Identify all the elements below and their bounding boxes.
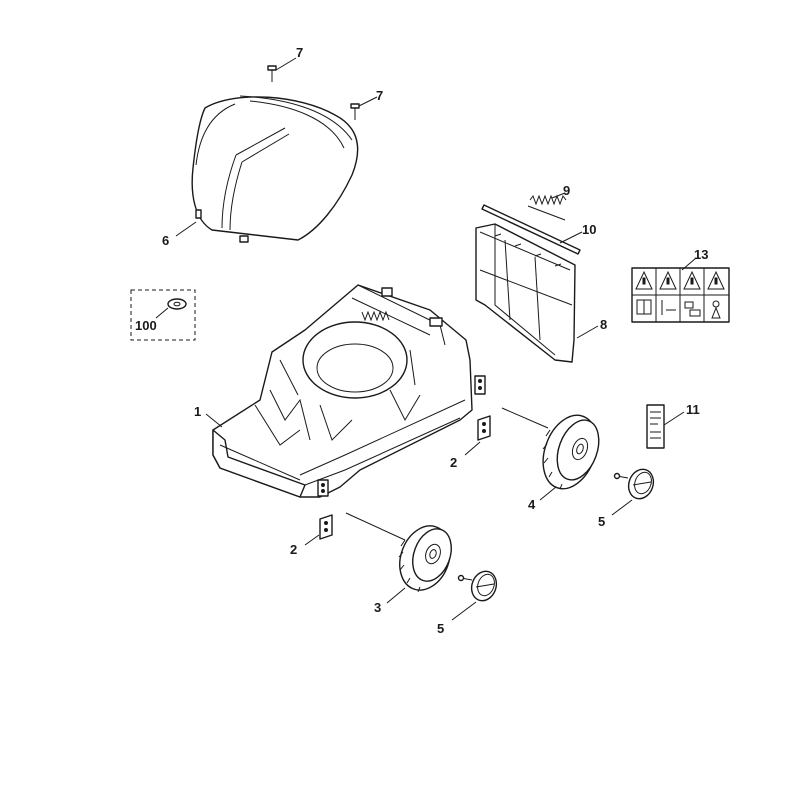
label-100: 100 xyxy=(135,318,157,333)
screw-7b[interactable] xyxy=(350,96,378,120)
hubcap-5a[interactable] xyxy=(611,466,657,516)
label-13: 13 xyxy=(694,247,708,262)
label-7b: 7 xyxy=(376,88,383,103)
leader-6 xyxy=(175,221,197,237)
label-5b: 5 xyxy=(437,621,444,636)
hubcap-5b[interactable] xyxy=(451,568,500,621)
label-2b: 2 xyxy=(290,542,297,557)
label-1: 1 xyxy=(194,404,201,419)
cover-6[interactable] xyxy=(191,95,359,243)
label-sticker-11[interactable] xyxy=(646,404,685,449)
label-5a: 5 xyxy=(598,514,605,529)
axle-plate-2a[interactable] xyxy=(464,415,491,456)
housing-1[interactable] xyxy=(212,284,486,498)
flap-8[interactable] xyxy=(475,223,576,363)
label-2a: 2 xyxy=(450,455,457,470)
spring-9[interactable] xyxy=(527,192,567,221)
label-10: 10 xyxy=(582,222,596,237)
wheel-3[interactable] xyxy=(345,512,459,597)
label-4: 4 xyxy=(528,497,536,512)
leader-4 xyxy=(539,486,557,501)
label-3: 3 xyxy=(374,600,381,615)
axle-plate-2b[interactable] xyxy=(304,514,333,546)
leader-8 xyxy=(576,325,599,339)
label-8: 8 xyxy=(600,317,607,332)
label-7a: 7 xyxy=(296,45,303,60)
screw-7a[interactable] xyxy=(267,57,297,82)
warning-label-13[interactable] xyxy=(631,257,730,323)
wheel-4[interactable] xyxy=(501,407,606,497)
label-6: 6 xyxy=(162,233,169,248)
leader-1 xyxy=(205,413,223,428)
washer-100-box[interactable] xyxy=(130,289,196,341)
label-11: 11 xyxy=(686,402,700,417)
leader-3 xyxy=(386,587,406,604)
label-9: 9 xyxy=(563,183,570,198)
rod-10[interactable] xyxy=(481,204,583,255)
